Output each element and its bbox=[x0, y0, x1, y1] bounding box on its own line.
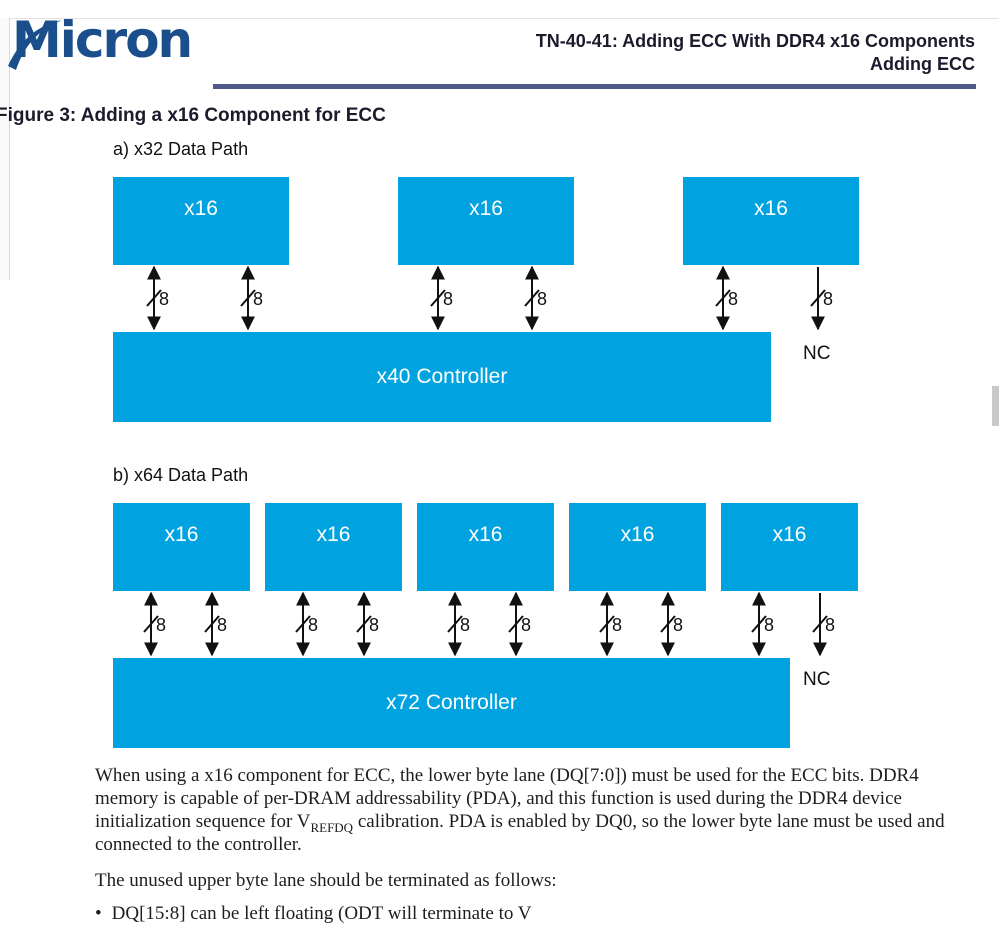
panel-b-bus-4: 8 bbox=[356, 591, 379, 657]
figure-title: Figure 3: Adding a x16 Component for ECC bbox=[0, 105, 386, 126]
bus-width-slash bbox=[599, 615, 615, 633]
panel-a-bus-5: 8 bbox=[715, 265, 738, 331]
panel-b-bus-10-nc: 8 bbox=[812, 593, 835, 657]
panel-a-controller: x40 Controller bbox=[113, 332, 771, 422]
bus-width-slash bbox=[715, 289, 731, 307]
bullet-text: DQ[15:8] can be left floating (ODT will … bbox=[111, 903, 532, 924]
panel-b-bus-3: 8 bbox=[295, 591, 318, 657]
chip-label: x16 bbox=[316, 523, 351, 546]
panel-b-bus-5: 8 bbox=[447, 591, 470, 657]
bus-width-label: 8 bbox=[443, 289, 453, 309]
body-paragraph-1: When using a x16 component for ECC, the … bbox=[95, 764, 975, 856]
bus-width-label: 8 bbox=[537, 289, 547, 309]
chip-label: x16 bbox=[468, 523, 503, 546]
panel-a-chip-3: x16 bbox=[683, 177, 859, 265]
panel-a-chip-1: x16 bbox=[113, 177, 289, 265]
header-rule bbox=[213, 84, 976, 89]
p1-text-b: calibration. PDA is enabled by DQ0, so t… bbox=[95, 811, 945, 855]
bus-width-label: 8 bbox=[253, 289, 263, 309]
bus-width-label: 8 bbox=[823, 289, 833, 309]
panel-b-bus-7: 8 bbox=[599, 591, 622, 657]
bus-width-label: 8 bbox=[521, 615, 531, 635]
body-paragraph-2: The unused upper byte lane should be ter… bbox=[95, 870, 557, 891]
bus-width-label: 8 bbox=[825, 615, 835, 635]
chip-label: x16 bbox=[620, 523, 655, 546]
bus-width-slash bbox=[146, 289, 162, 307]
logo-text: Micron bbox=[12, 11, 193, 69]
section-title: Adding ECC bbox=[870, 54, 975, 74]
bullet-icon: • bbox=[95, 903, 102, 924]
bus-width-label: 8 bbox=[673, 615, 683, 635]
bus-width-slash bbox=[524, 289, 540, 307]
panel-a-label: a) x32 Data Path bbox=[113, 139, 249, 159]
panel-b-controller: x72 Controller bbox=[113, 658, 790, 748]
bus-width-slash bbox=[812, 615, 828, 633]
bullet-item: • DQ[15:8] can be left floating (ODT will… bbox=[95, 902, 975, 925]
document-header: TN-40-41: Adding ECC With DDR4 x16 Compo… bbox=[536, 30, 975, 76]
bus-width-slash bbox=[143, 615, 159, 633]
bus-width-slash bbox=[295, 615, 311, 633]
bus-width-slash bbox=[204, 615, 220, 633]
bus-width-label: 8 bbox=[156, 615, 166, 635]
micron-swoosh-icon bbox=[8, 20, 62, 70]
panel-b-chip-3: x16 bbox=[417, 503, 554, 591]
bus-width-slash bbox=[356, 615, 372, 633]
bus-width-slash bbox=[660, 615, 676, 633]
bus-width-slash bbox=[751, 615, 767, 633]
scrollbar-thumb[interactable] bbox=[992, 386, 999, 426]
p1-text-a: When using a x16 component for ECC, the … bbox=[95, 765, 919, 832]
bus-width-label: 8 bbox=[728, 289, 738, 309]
panel-b-chip-2: x16 bbox=[265, 503, 402, 591]
bus-width-slash bbox=[508, 615, 524, 633]
panel-a-bus-1: 8 bbox=[146, 265, 169, 331]
chip-label: x16 bbox=[164, 523, 199, 546]
chip-label: x16 bbox=[754, 197, 788, 220]
panel-b-bus-6: 8 bbox=[508, 591, 531, 657]
doc-title: TN-40-41: Adding ECC With DDR4 x16 Compo… bbox=[535, 31, 975, 51]
panel-b-bus-2: 8 bbox=[204, 591, 227, 657]
bus-width-slash bbox=[447, 615, 463, 633]
bus-width-label: 8 bbox=[612, 615, 622, 635]
panel-a-bus-3: 8 bbox=[430, 265, 453, 331]
panel-b-bus-9: 8 bbox=[751, 591, 774, 657]
controller-label: x72 Controller bbox=[386, 691, 517, 714]
bus-width-label: 8 bbox=[308, 615, 318, 635]
panel-b-chip-4: x16 bbox=[569, 503, 706, 591]
panel-b-chip-5: x16 bbox=[721, 503, 858, 591]
panel-a-bus-6-nc: 8 bbox=[810, 267, 833, 331]
panel-b-label: b) x64 Data Path bbox=[113, 465, 249, 485]
chip-label: x16 bbox=[469, 197, 503, 220]
panel-a-bus-2: 8 bbox=[240, 265, 263, 331]
bus-width-label: 8 bbox=[369, 615, 379, 635]
panel-b-bus-1: 8 bbox=[143, 591, 166, 657]
panel-b-nc-label: NC bbox=[803, 669, 831, 690]
left-page-edge bbox=[0, 18, 10, 280]
panel-a-nc-label: NC bbox=[803, 343, 831, 364]
bus-width-slash bbox=[430, 289, 446, 307]
panel-b-chip-1: x16 bbox=[113, 503, 250, 591]
bus-width-slash bbox=[240, 289, 256, 307]
bus-width-label: 8 bbox=[764, 615, 774, 635]
chip-label: x16 bbox=[772, 523, 807, 546]
panel-a-bus-4: 8 bbox=[524, 265, 547, 331]
panel-a-chip-2: x16 bbox=[398, 177, 574, 265]
micron-logo: Micron bbox=[4, 11, 193, 74]
bus-width-label: 8 bbox=[460, 615, 470, 635]
bus-width-label: 8 bbox=[217, 615, 227, 635]
controller-label: x40 Controller bbox=[376, 365, 508, 388]
panel-b-bus-8: 8 bbox=[660, 591, 683, 657]
bus-width-slash bbox=[810, 289, 826, 307]
bus-width-label: 8 bbox=[159, 289, 169, 309]
chip-label: x16 bbox=[184, 197, 218, 220]
top-border bbox=[0, 18, 999, 19]
vref-subscript: REFDQ bbox=[310, 819, 354, 835]
